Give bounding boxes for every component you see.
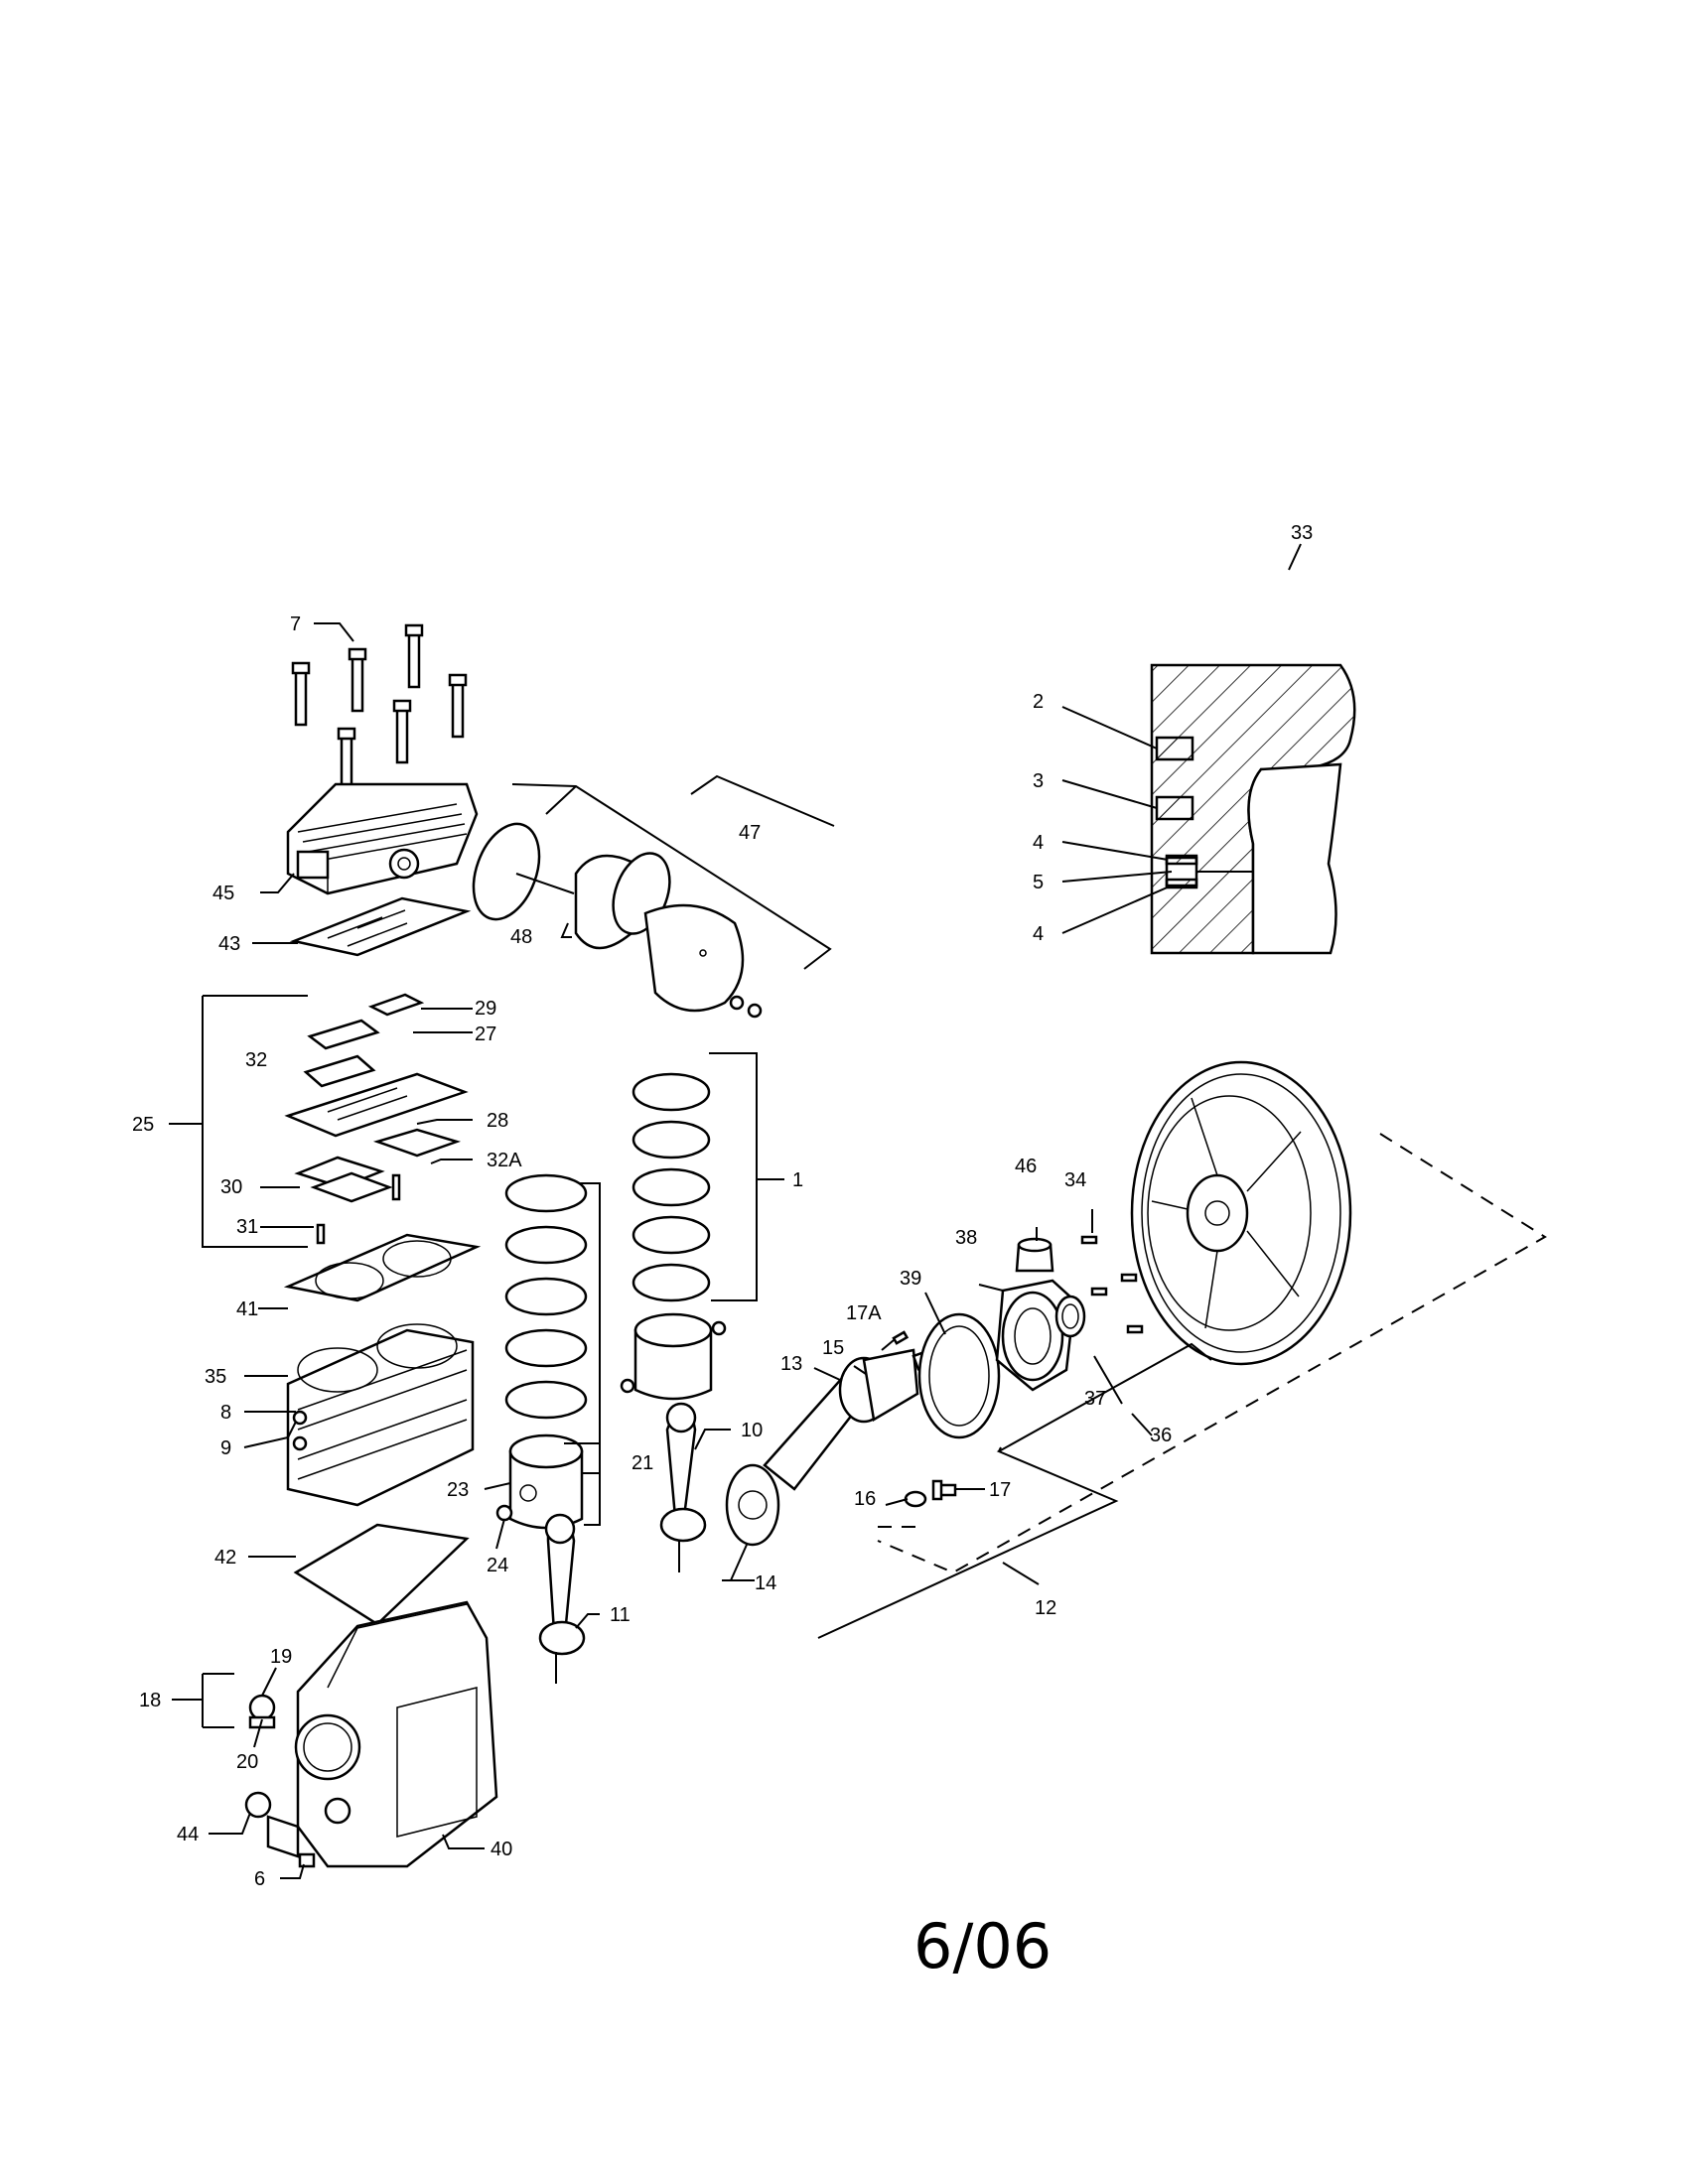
gasket-41 — [283, 1233, 482, 1302]
callout-3: 3 — [1033, 770, 1044, 792]
key-17a — [892, 1330, 910, 1345]
washer-16-bolt-17 — [904, 1479, 957, 1508]
callout-40: 40 — [491, 1839, 512, 1860]
piston-rings-21 — [504, 1173, 588, 1420]
callout-19: 19 — [270, 1646, 292, 1668]
callout-31: 31 — [236, 1216, 258, 1238]
cylinder-head — [286, 782, 479, 895]
callout-12: 12 — [1035, 1597, 1056, 1619]
piston-23 — [508, 1433, 584, 1530]
callout-15: 15 — [822, 1337, 844, 1359]
callout-38: 38 — [955, 1227, 977, 1249]
ring-section-leaders — [1061, 706, 1173, 934]
callout-8: 8 — [220, 1402, 231, 1424]
gasket-39 — [917, 1312, 1001, 1439]
callout-48: 48 — [510, 926, 532, 948]
callout-10: 10 — [741, 1420, 763, 1441]
callout-35: 35 — [205, 1366, 226, 1388]
callout-16: 16 — [854, 1488, 876, 1510]
connecting-rod-10 — [659, 1402, 707, 1572]
callout-28: 28 — [487, 1110, 508, 1132]
piston-rings-1 — [632, 1072, 711, 1302]
callout-17: 17 — [989, 1479, 1011, 1501]
callout-4-upper: 4 — [1033, 832, 1044, 854]
callout-29: 29 — [475, 998, 496, 1020]
flywheel — [1130, 1060, 1352, 1366]
callout-25: 25 — [132, 1114, 154, 1136]
callout-47: 47 — [739, 822, 761, 844]
bolts-34 — [1080, 1235, 1144, 1334]
ring-section-detail — [1150, 663, 1356, 955]
callout-6: 6 — [254, 1868, 265, 1890]
callout-5: 5 — [1033, 872, 1044, 893]
callout-45: 45 — [212, 883, 234, 904]
callout-39: 39 — [900, 1268, 921, 1290]
oil-seal-37 — [1054, 1295, 1086, 1338]
air-filter-assembly — [472, 822, 763, 1019]
callout-13: 13 — [780, 1353, 802, 1375]
callout-27: 27 — [475, 1024, 496, 1045]
connecting-rod-11 — [538, 1513, 586, 1684]
callout-32: 32 — [245, 1049, 267, 1071]
callout-43: 43 — [218, 933, 240, 955]
breather-46 — [1015, 1237, 1054, 1273]
callout-37: 37 — [1084, 1388, 1106, 1410]
head-bolts — [291, 623, 468, 792]
gasket-42 — [293, 1523, 470, 1626]
callout-41: 41 — [236, 1298, 258, 1320]
callout-33: 33 — [1291, 522, 1313, 544]
callout-4-lower: 4 — [1033, 923, 1044, 945]
wrist-pin-clip-24 — [495, 1504, 513, 1522]
hidden-lines — [877, 1133, 1547, 1574]
cylinder-block — [286, 1323, 475, 1507]
callout-44: 44 — [177, 1824, 199, 1845]
crankshaft — [725, 1339, 961, 1547]
callout-34: 34 — [1064, 1169, 1086, 1191]
callout-24: 24 — [487, 1555, 508, 1576]
date-code: 6/06 — [913, 1910, 1052, 1982]
callout-36: 36 — [1150, 1425, 1172, 1446]
callout-32a: 32A — [487, 1150, 522, 1171]
crankcase — [266, 1600, 498, 1868]
piston-large — [620, 1312, 727, 1401]
callout-labels: 7 45 43 29 32 27 25 28 32A 30 31 41 35 8… — [132, 522, 1313, 1890]
callout-14: 14 — [755, 1572, 776, 1594]
callout-20: 20 — [236, 1751, 258, 1773]
callout-7: 7 — [290, 614, 301, 635]
callout-2: 2 — [1033, 691, 1044, 713]
gasket-43 — [289, 896, 472, 957]
callout-11: 11 — [610, 1604, 631, 1626]
callout-1: 1 — [792, 1169, 803, 1191]
callout-17a: 17A — [846, 1302, 882, 1324]
callout-18: 18 — [139, 1690, 161, 1711]
valve-plate-assembly — [284, 993, 469, 1245]
bearing-carrier-38 — [995, 1279, 1076, 1392]
callout-21: 21 — [632, 1452, 653, 1474]
callout-42: 42 — [214, 1547, 236, 1569]
callout-23: 23 — [447, 1479, 469, 1501]
callout-9: 9 — [220, 1437, 231, 1459]
callout-46: 46 — [1015, 1156, 1037, 1177]
leader-lines — [169, 543, 1302, 1879]
callout-30: 30 — [220, 1176, 242, 1198]
